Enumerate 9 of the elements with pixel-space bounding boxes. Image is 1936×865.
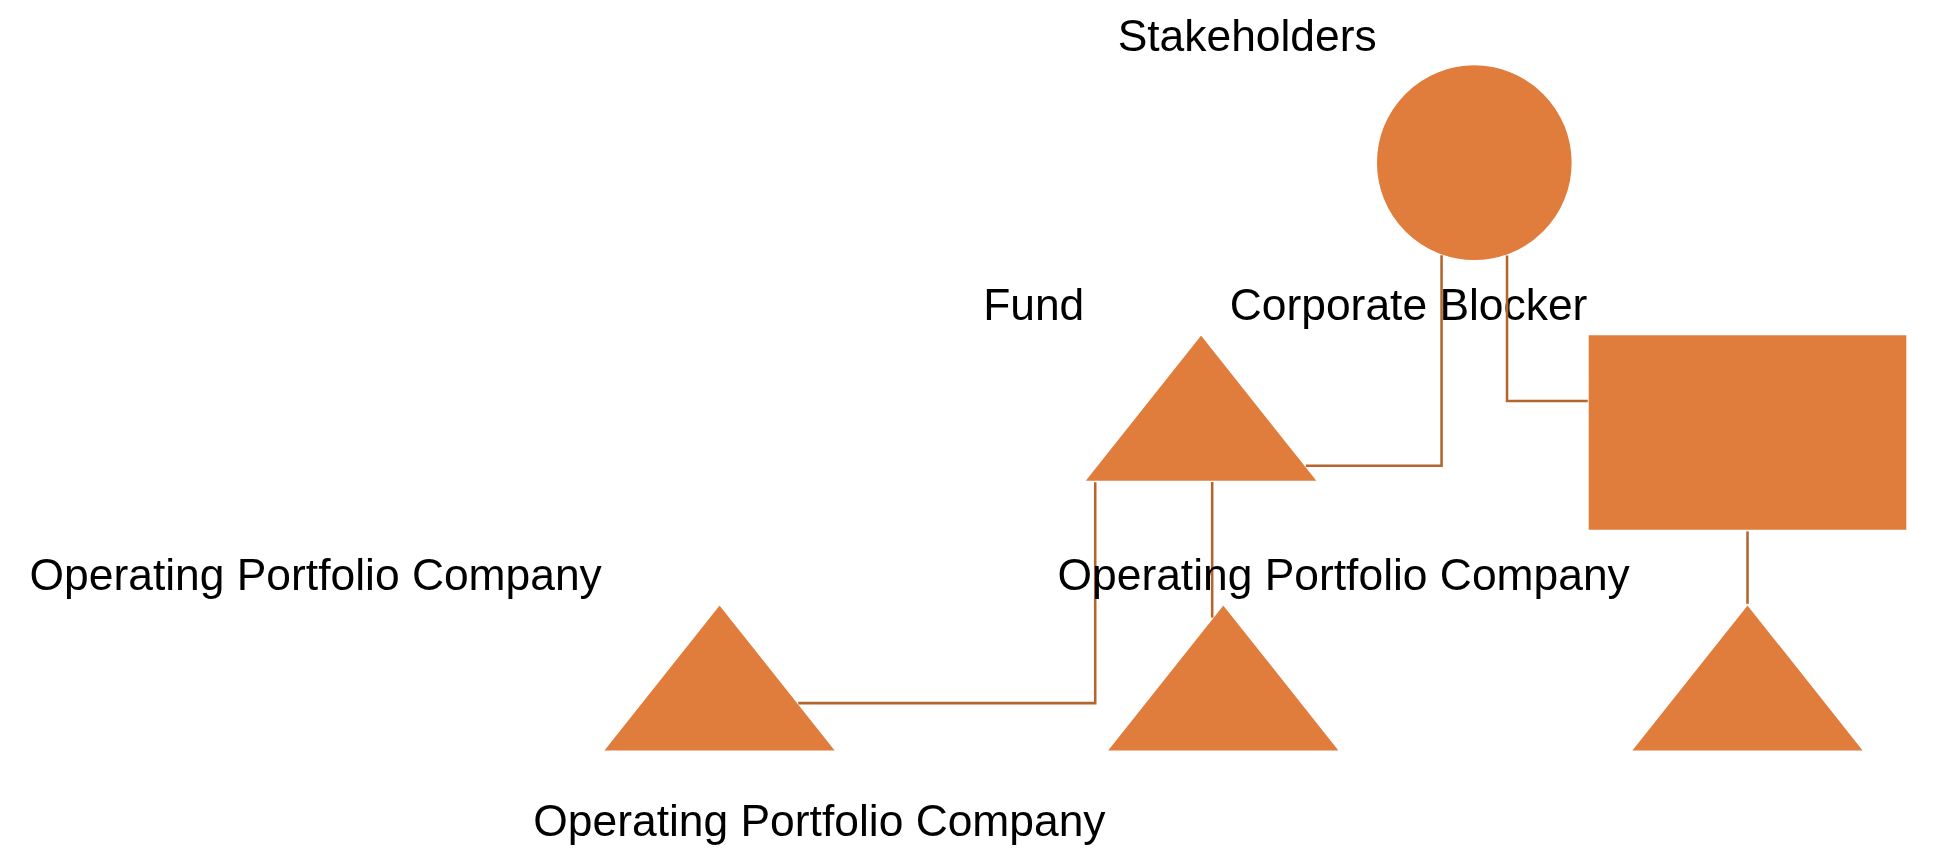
node-circle (1375, 63, 1574, 262)
connector (798, 482, 1097, 705)
node-label: Fund (983, 280, 1085, 330)
connector (1746, 531, 1749, 604)
node-box (1587, 333, 1909, 532)
connector (1305, 255, 1443, 468)
node-label: Stakeholders (1117, 10, 1377, 60)
node-label: Operating Portfolio Company (533, 796, 1106, 845)
node-label: Operating Portfolio Company (29, 550, 602, 600)
